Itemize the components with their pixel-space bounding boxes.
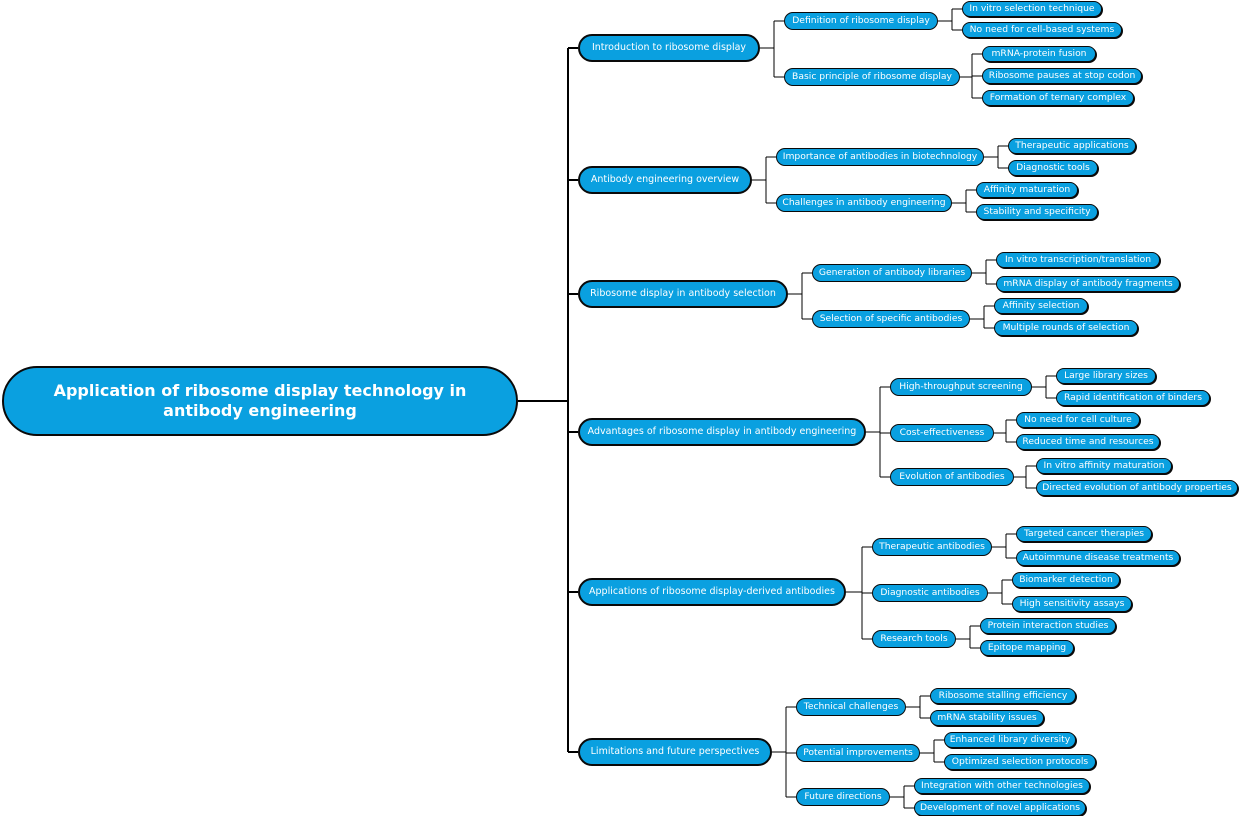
leaf-biomarker-detection[interactable]: Biomarker detection <box>1012 572 1120 588</box>
topic-limitations[interactable]: Limitations and future perspectives <box>578 738 772 766</box>
subtopic-challenges[interactable]: Challenges in antibody engineering <box>776 194 952 212</box>
leaf-stability-specificity[interactable]: Stability and specificity <box>976 204 1098 220</box>
leaf-mrna-protein-fusion[interactable]: mRNA-protein fusion <box>982 46 1096 62</box>
leaf-therapeutic-applications[interactable]: Therapeutic applications <box>1008 138 1136 154</box>
leaf-autoimmune[interactable]: Autoimmune disease treatments <box>1016 550 1180 566</box>
leaf-optimized-protocols[interactable]: Optimized selection protocols <box>944 754 1096 770</box>
leaf-reduced-time[interactable]: Reduced time and resources <box>1016 434 1160 450</box>
leaf-novel-applications[interactable]: Development of novel applications <box>914 800 1086 816</box>
leaf-protein-interaction[interactable]: Protein interaction studies <box>980 618 1116 634</box>
leaf-no-cell-culture[interactable]: No need for cell culture <box>1016 412 1140 428</box>
leaf-library-diversity[interactable]: Enhanced library diversity <box>944 732 1076 748</box>
subtopic-importance[interactable]: Importance of antibodies in biotechnolog… <box>776 148 984 166</box>
leaf-large-library[interactable]: Large library sizes <box>1056 368 1156 384</box>
subtopic-high-throughput[interactable]: High-throughput screening <box>890 378 1032 396</box>
leaf-transcription-translation[interactable]: In vitro transcription/translation <box>996 252 1160 268</box>
topic-antibody-selection[interactable]: Ribosome display in antibody selection <box>578 280 788 308</box>
subtopic-cost-effectiveness[interactable]: Cost-effectiveness <box>890 424 994 442</box>
leaf-ternary-complex[interactable]: Formation of ternary complex <box>982 90 1134 106</box>
leaf-epitope-mapping[interactable]: Epitope mapping <box>980 640 1074 656</box>
leaf-integration[interactable]: Integration with other technologies <box>914 778 1090 794</box>
leaf-high-sensitivity[interactable]: High sensitivity assays <box>1012 596 1132 612</box>
subtopic-diagnostic-antibodies[interactable]: Diagnostic antibodies <box>872 584 988 602</box>
subtopic-generation-libraries[interactable]: Generation of antibody libraries <box>812 264 972 282</box>
leaf-ribosome-stalling[interactable]: Ribosome stalling efficiency <box>930 688 1076 704</box>
subtopic-selection-specific[interactable]: Selection of specific antibodies <box>812 310 970 328</box>
subtopic-definition[interactable]: Definition of ribosome display <box>784 12 938 30</box>
subtopic-potential-improvements[interactable]: Potential improvements <box>796 744 920 762</box>
subtopic-research-tools[interactable]: Research tools <box>872 630 956 648</box>
subtopic-basic-principle[interactable]: Basic principle of ribosome display <box>784 68 960 86</box>
topic-introduction[interactable]: Introduction to ribosome display <box>578 34 760 62</box>
leaf-affinity-maturation[interactable]: Affinity maturation <box>976 182 1078 198</box>
leaf-directed-evolution[interactable]: Directed evolution of antibody propertie… <box>1036 480 1238 496</box>
subtopic-future-directions[interactable]: Future directions <box>796 788 890 806</box>
leaf-multiple-rounds[interactable]: Multiple rounds of selection <box>994 320 1138 336</box>
leaf-in-vitro-maturation[interactable]: In vitro affinity maturation <box>1036 458 1172 474</box>
subtopic-technical-challenges[interactable]: Technical challenges <box>796 698 906 716</box>
leaf-diagnostic-tools[interactable]: Diagnostic tools <box>1008 160 1098 176</box>
root-topic-node[interactable]: Application of ribosome display technolo… <box>2 366 518 436</box>
leaf-ribosome-pauses[interactable]: Ribosome pauses at stop codon <box>982 68 1142 84</box>
subtopic-evolution[interactable]: Evolution of antibodies <box>890 468 1014 486</box>
topic-advantages[interactable]: Advantages of ribosome display in antibo… <box>578 418 866 446</box>
subtopic-therapeutic-antibodies[interactable]: Therapeutic antibodies <box>872 538 992 556</box>
topic-antibody-engineering[interactable]: Antibody engineering overview <box>578 166 752 194</box>
topic-applications[interactable]: Applications of ribosome display-derived… <box>578 578 846 606</box>
leaf-mrna-stability[interactable]: mRNA stability issues <box>930 710 1044 726</box>
leaf-in-vitro-selection[interactable]: In vitro selection technique <box>962 1 1102 17</box>
leaf-affinity-selection[interactable]: Affinity selection <box>994 298 1088 314</box>
leaf-mrna-display-fragments[interactable]: mRNA display of antibody fragments <box>996 276 1180 292</box>
leaf-no-cell-systems[interactable]: No need for cell-based systems <box>962 22 1122 38</box>
leaf-targeted-cancer[interactable]: Targeted cancer therapies <box>1016 526 1152 542</box>
leaf-rapid-identification[interactable]: Rapid identification of binders <box>1056 390 1210 406</box>
